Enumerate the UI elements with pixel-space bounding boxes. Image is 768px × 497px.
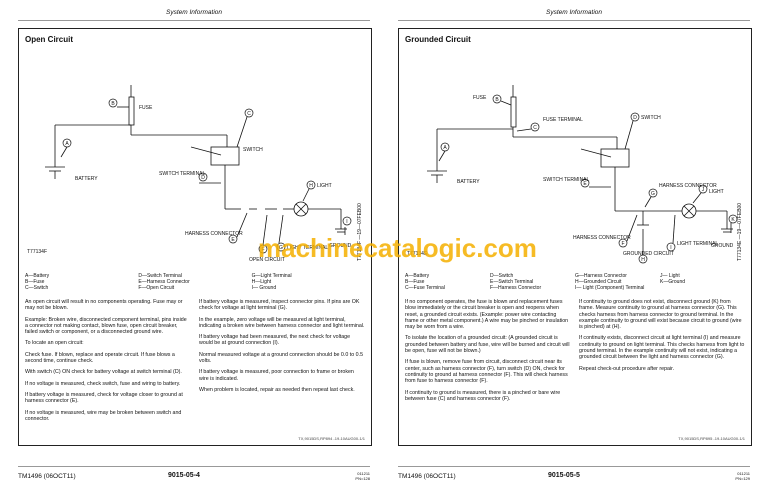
svg-text:C: C: [533, 125, 537, 131]
grounded-circuit-diagram: A B C D E F G H I J K FUSE FUSE TERMINAL…: [407, 85, 743, 264]
svg-text:BATTERY: BATTERY: [457, 179, 480, 185]
svg-text:E: E: [583, 181, 587, 187]
label-i: I: [346, 219, 347, 225]
svg-text:LIGHT TERMINAL: LIGHT TERMINAL: [677, 241, 718, 247]
svg-text:G: G: [651, 191, 655, 197]
svg-text:SWITCH: SWITCH: [641, 115, 661, 121]
text-column-2: If continuity to ground does not exist, …: [579, 299, 745, 372]
svg-text:A: A: [443, 145, 447, 151]
body-text: If no component operates, the fuse is bl…: [405, 299, 745, 407]
text-column-1: If no component operates, the fuse is bl…: [405, 299, 570, 402]
label-harness-connector: HARNESS CONNECTOR: [185, 231, 243, 237]
manual-id: TM1496 (06OCT11): [18, 473, 76, 480]
label-d: D: [201, 175, 205, 181]
svg-text:FUSE: FUSE: [473, 95, 487, 101]
svg-text:B: B: [495, 97, 499, 103]
reference-code: TX,9015DS,RP895 -19-10AUG00-1/1: [678, 436, 745, 441]
label-ground: GROUND: [329, 243, 352, 249]
label-switch-terminal: SWITCH TERMINAL: [159, 171, 206, 177]
section-title: Open Circuit: [25, 35, 74, 44]
svg-text:D: D: [633, 115, 637, 121]
page-number: 9015-05-4: [168, 472, 200, 479]
svg-text:K: K: [731, 217, 735, 223]
svg-text:T77134E —19—07FEB00: T77134E —19—07FEB00: [737, 203, 743, 261]
svg-text:HARNESS CONNECTOR: HARNESS CONNECTOR: [573, 235, 631, 241]
svg-text:GROUND: GROUND: [711, 243, 734, 249]
label-e: E: [231, 237, 235, 243]
section-title: Grounded Circuit: [405, 35, 471, 44]
right-page: System Information Grounded Circuit: [384, 0, 768, 497]
svg-text:H: H: [641, 257, 645, 263]
svg-text:LIGHT: LIGHT: [709, 189, 724, 195]
manual-id: TM1496 (06OCT11): [398, 473, 456, 480]
text-column-1: An open circuit will result in no compon…: [25, 299, 187, 422]
svg-text:F: F: [621, 241, 624, 247]
svg-text:T77134E: T77134E: [407, 251, 428, 257]
svg-text:GROUNDED CIRCUIT: GROUNDED CIRCUIT: [623, 251, 674, 257]
content-box: Grounded Circuit: [398, 28, 752, 446]
label-f: F: [261, 247, 264, 253]
page-header: System Information: [18, 6, 370, 21]
label-light: LIGHT: [317, 183, 332, 189]
open-circuit-diagram: A B C D E F G H I FUSE BATTERY SWITCH SW…: [27, 85, 363, 263]
page-header: System Information: [398, 6, 750, 21]
label-fuse: FUSE: [139, 105, 153, 111]
content-box: Open Circuit: [18, 28, 372, 446]
label-battery: BATTERY: [75, 176, 98, 182]
svg-text:HARNESS CONNECTOR: HARNESS CONNECTOR: [659, 183, 717, 189]
figure-code: T77134F: [27, 249, 47, 255]
svg-text:I: I: [670, 245, 671, 251]
label-switch: SWITCH: [243, 147, 263, 153]
label-a: A: [65, 141, 69, 147]
label-g: G: [279, 245, 283, 251]
label-b: B: [111, 101, 115, 107]
text-column-2: If battery voltage is measured, inspect …: [199, 299, 365, 393]
vertical-code: T77134F —19—07FEB00: [357, 203, 363, 261]
label-h: H: [309, 183, 313, 189]
label-light-terminal: LIGHT TERMINAL: [287, 245, 328, 251]
label-c: C: [247, 111, 251, 117]
reference-code: TX,9015DS,RP894 -19-10AUG00-1/1: [298, 436, 365, 441]
left-page: System Information Open Circuit: [18, 6, 372, 487]
page-number: 9015-05-5: [548, 472, 580, 479]
body-text: An open circuit will result in no compon…: [25, 299, 365, 427]
svg-text:FUSE TERMINAL: FUSE TERMINAL: [543, 117, 583, 123]
svg-text:SWITCH TERMINAL: SWITCH TERMINAL: [543, 177, 590, 183]
svg-text:J: J: [702, 187, 705, 193]
label-open-circuit: OPEN CIRCUIT: [249, 257, 285, 263]
watermark: machinecatalogic.com: [258, 233, 537, 263]
